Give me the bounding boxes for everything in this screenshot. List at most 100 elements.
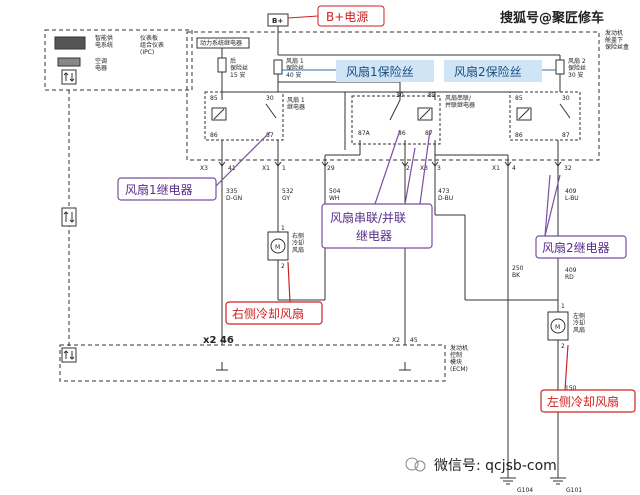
b-plus-callout — [317, 5, 385, 27]
conn-n41: 41 — [228, 165, 236, 172]
conn-n-29: 29 — [327, 165, 335, 172]
ecm-line3: 模块 — [450, 358, 462, 366]
right-motor-line3: 风扇 — [292, 246, 304, 254]
conn-n45: 45 — [410, 337, 418, 344]
fan1-relay-callout-text: 风扇1继电器 — [125, 182, 193, 197]
wire6-color: BK — [512, 272, 521, 279]
wire4-color: D-BU — [438, 195, 453, 202]
fan2-fuse-callout — [444, 60, 542, 82]
conn-n-32: 32 — [564, 165, 572, 172]
wire2-color: GY — [282, 195, 290, 202]
right-fan-callout-text: 右侧冷却风扇 — [232, 306, 304, 321]
ground-g104: G104 — [517, 487, 533, 494]
pin-30c: 30 — [562, 95, 570, 102]
fan2-fuse-line1: 风扇 2 — [568, 57, 586, 65]
powertrain-relay-label: 动力系统继电器 — [200, 39, 242, 47]
right-motor-symbol: M — [275, 244, 280, 251]
ipc-box1-line1: 智能供 — [95, 34, 113, 42]
conn-n-2: 2 — [406, 165, 410, 172]
pin-86b: 86 — [398, 130, 406, 137]
left-motor-line2: 冷却 — [573, 319, 585, 327]
fan2-relay — [509, 91, 581, 141]
fan1-fuse — [273, 59, 283, 75]
fan2-fuse-callout-text: 风扇2保险丝 — [454, 64, 522, 79]
ecm-serial-data-icon — [61, 347, 77, 363]
underhood-fuse-box — [186, 31, 600, 161]
fan2-relay-callout-text: 风扇2继电器 — [542, 240, 610, 255]
fan2-relay-callout — [535, 235, 627, 259]
wire7-num: 409 — [565, 267, 577, 274]
ecm-line4: (ECM) — [450, 366, 468, 373]
pin-87c: 87 — [562, 132, 570, 139]
wire3-num: 504 — [329, 188, 341, 195]
conn-x3-41: X3 — [200, 165, 208, 172]
conn-x3-b: X3 — [420, 165, 428, 172]
pin-85c: 85 — [515, 95, 523, 102]
pin-85a: 85 — [210, 95, 218, 102]
ecm-line1: 发动机 — [450, 344, 468, 352]
ipc-box2-line2: 电器 — [95, 64, 107, 72]
fan1-fuse-callout-text: 风扇1保险丝 — [346, 64, 414, 79]
b-plus-callout-text: B+电源 — [326, 10, 368, 24]
conn-x1-c: X1 — [492, 165, 500, 172]
fan2-fuse-line2: 保险丝 — [568, 64, 586, 72]
ipc-line3: (IPC) — [140, 49, 154, 56]
pin-87a: 87 — [266, 132, 274, 139]
conn-n-3: 3 — [437, 165, 441, 172]
rear-fuse-line3: 15 安 — [230, 71, 246, 79]
wire2-num: 532 — [282, 188, 294, 195]
left-motor-pin2: 2 — [561, 343, 565, 350]
conn-x1-a: X1 — [262, 165, 270, 172]
left-motor-line3: 风扇 — [573, 326, 585, 334]
wire8-num: 150 — [565, 385, 577, 392]
ecm-line2: 控制 — [450, 351, 462, 359]
pin-86c: 86 — [515, 132, 523, 139]
conn-x2-46: x2 46 — [203, 335, 234, 346]
pin-87b: 87 — [425, 130, 433, 137]
fan1-fuse-line3: 40 安 — [286, 71, 302, 79]
ipc-serial-data-icon — [61, 69, 77, 85]
watermark-top: 搜狐号@聚匠修车 — [500, 10, 604, 26]
ground-g101: G101 — [566, 487, 582, 494]
conn-n-4: 4 — [512, 165, 516, 172]
sp-relay-callout-line2: 继电器 — [356, 229, 392, 243]
wire5-color: L-BU — [565, 195, 579, 202]
pin-30a: 30 — [266, 95, 274, 102]
ipc-box1-line2: 电系统 — [95, 41, 113, 49]
b-plus-box-label: B+ — [272, 17, 283, 25]
left-motor-symbol: M — [555, 324, 560, 331]
conn-n-a: 1 — [282, 165, 286, 172]
wire5-num: 409 — [565, 188, 577, 195]
fan1-fuse-line1: 风扇 1 — [286, 57, 304, 65]
right-motor-line1: 右侧 — [292, 232, 304, 240]
wire4-num: 473 — [438, 188, 450, 195]
pin-86a: 86 — [210, 132, 218, 139]
rear-fuse — [217, 57, 227, 73]
underhood-line3: 保险丝盒 — [605, 43, 629, 51]
pin-85b: 85 — [428, 92, 436, 99]
right-fan-callout — [225, 301, 323, 325]
ipc-line1: 仪表板 — [140, 34, 158, 42]
fan1-relay-line2: 继电器 — [287, 103, 305, 111]
sp-relay-callout — [321, 203, 433, 249]
fan1-relay-callout — [117, 177, 217, 201]
pin-87ab: 87A — [358, 130, 371, 137]
ipc-line2: 组合仪表 — [140, 41, 164, 49]
wechat-icon — [405, 457, 419, 471]
underhood-line1: 发动机 — [605, 29, 623, 37]
conn-x2-45: X2 — [392, 337, 400, 344]
left-motor-pin1: 1 — [561, 303, 565, 310]
fan2-fuse — [555, 59, 565, 75]
wire7-color: RD — [565, 274, 574, 281]
ipc-bcm-block — [54, 36, 86, 50]
left-fan-callout-text: 左侧冷却风扇 — [547, 394, 619, 409]
ipc-module-box — [44, 29, 193, 91]
wire1-num: 335 — [226, 188, 238, 195]
fan1-fuse-line2: 保险丝 — [286, 64, 304, 72]
watermark-bottom: 微信号: qcjsb-com — [434, 458, 557, 474]
ecm-module-box — [59, 344, 446, 382]
fan2-fuse-line3: 30 安 — [568, 71, 584, 79]
wire1-color: D-GN — [226, 195, 242, 202]
rear-fuse-line2: 保险丝 — [230, 64, 248, 72]
